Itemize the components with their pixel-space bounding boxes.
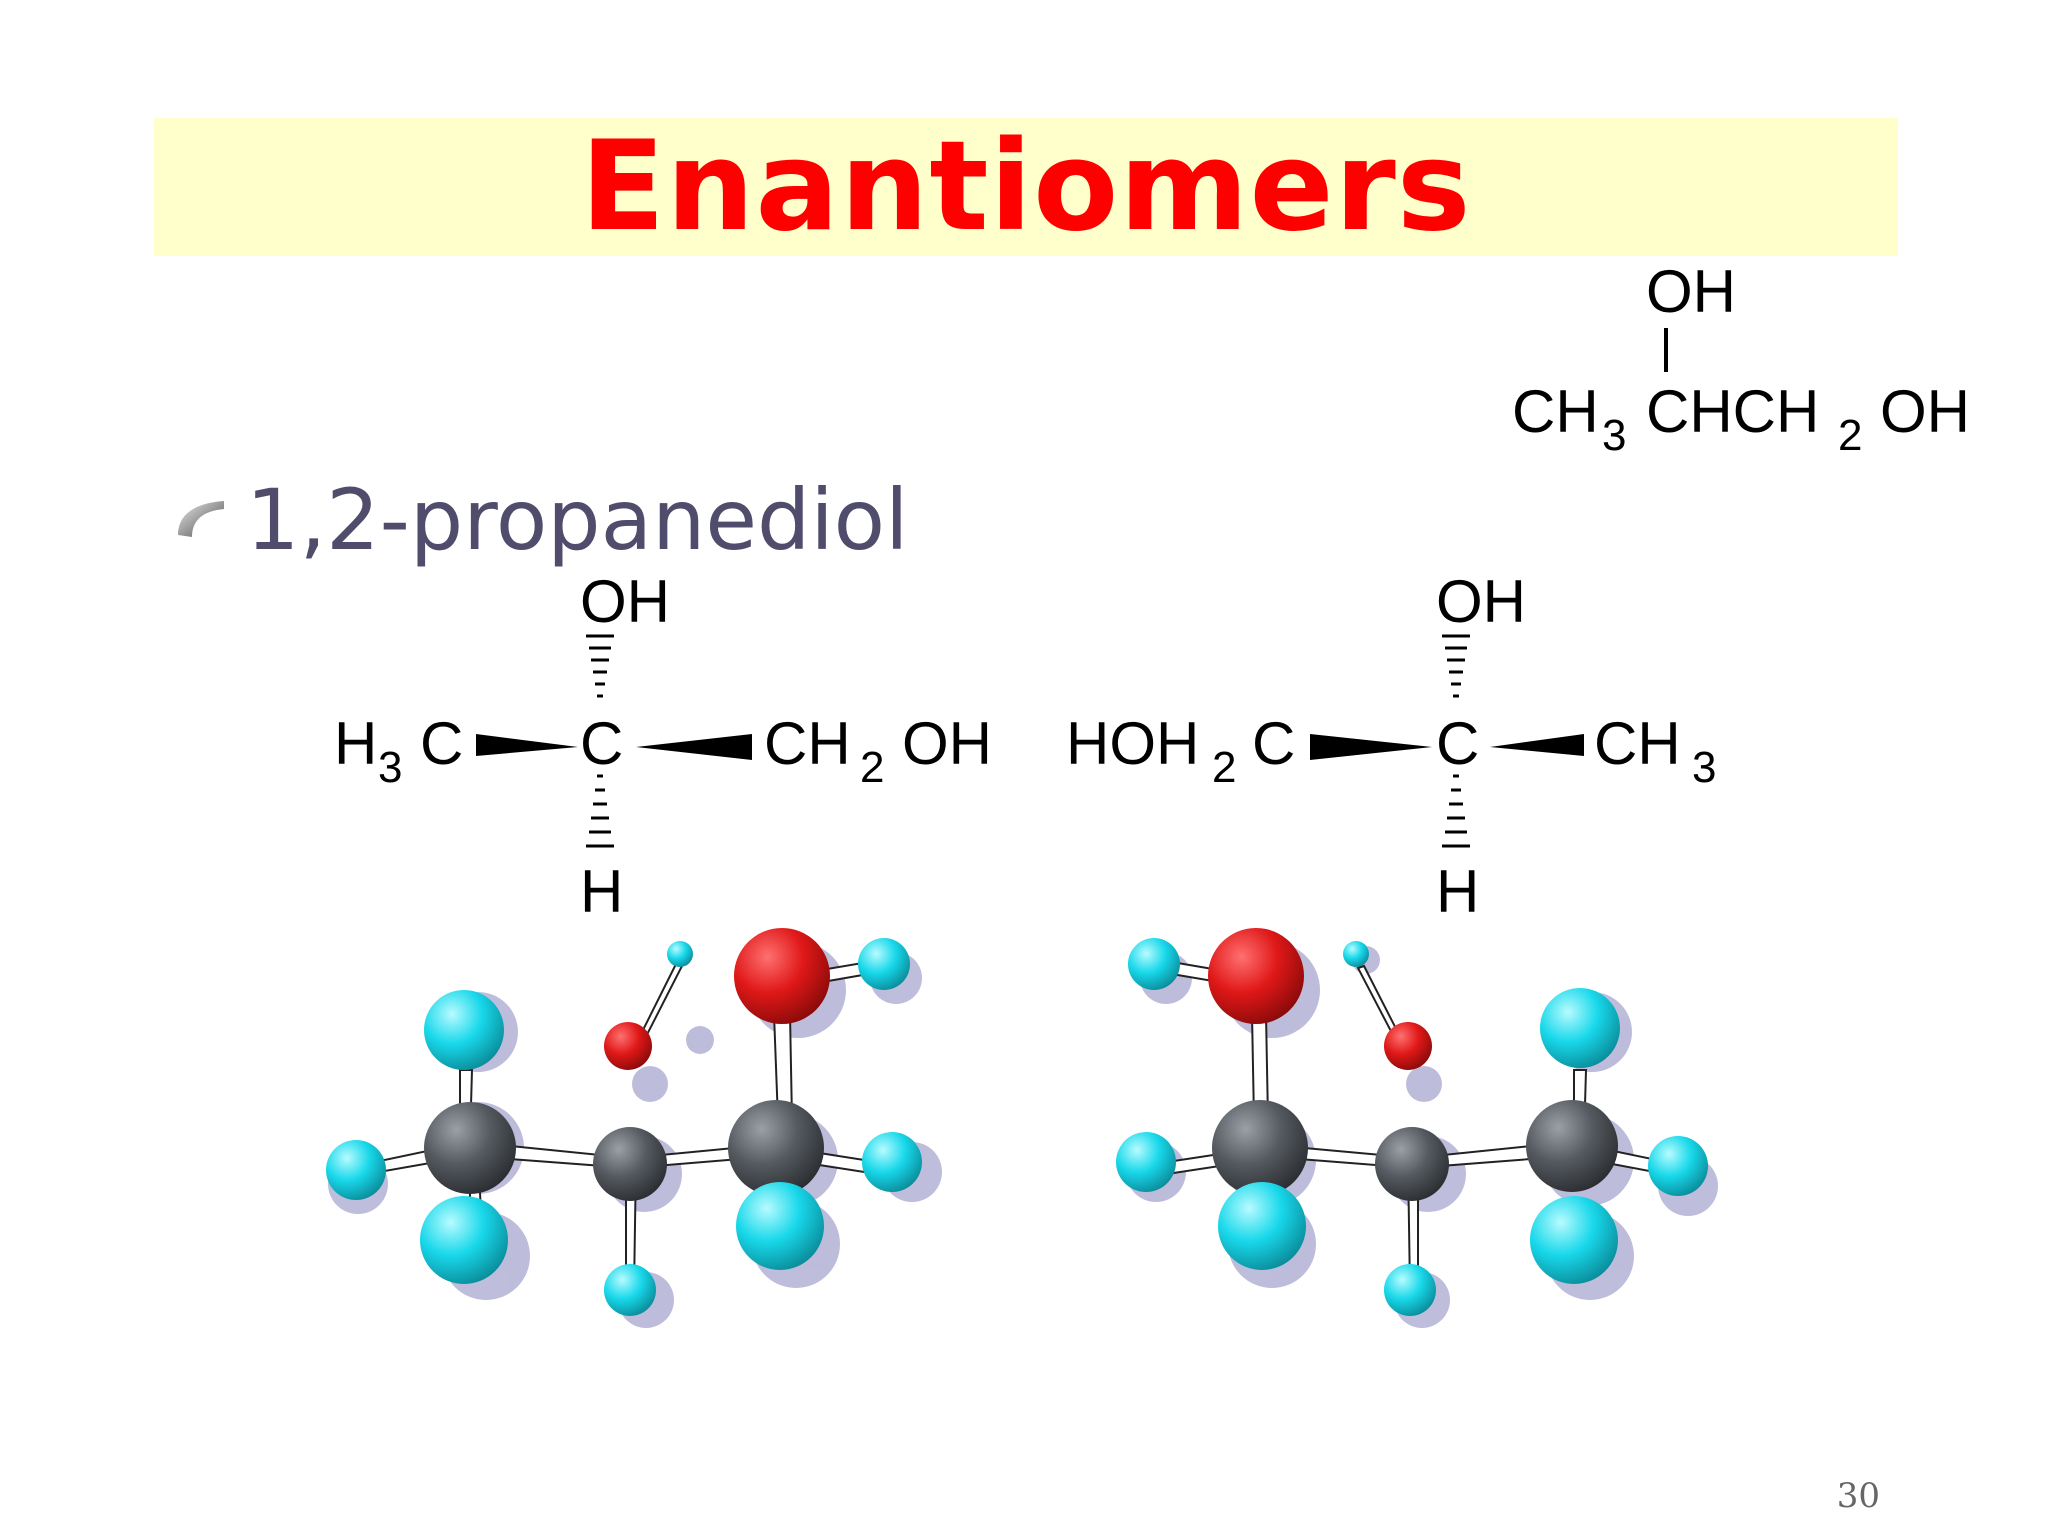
carbon-atom	[593, 1127, 667, 1201]
hydrogen-atom	[862, 1132, 922, 1192]
right-bottom-hash	[1442, 774, 1470, 848]
carbon-atom	[1526, 1100, 1618, 1192]
condensed-formula: OH CH 3 CHCH 2 OH	[1512, 258, 1970, 460]
formula-top-oh: OH	[1646, 258, 1736, 325]
right-center-c: C	[1436, 710, 1479, 777]
left-ch: CH	[764, 710, 851, 777]
right-c: C	[1252, 710, 1295, 777]
hydrogen-atom	[1343, 941, 1369, 967]
left-top-oh: OH	[580, 568, 670, 635]
hydrogen-atom	[1530, 1196, 1618, 1284]
left-bottom-h: H	[580, 858, 623, 925]
hydrogen-atom	[424, 990, 504, 1070]
right-ch: CH	[1594, 710, 1681, 777]
left-top-hash	[586, 634, 614, 698]
curved-bullet-icon	[178, 501, 224, 537]
hydrogen-atom	[326, 1140, 386, 1200]
left-center-c: C	[580, 710, 623, 777]
oxygen-atom	[1384, 1022, 1432, 1070]
left-wedge-right	[636, 734, 752, 760]
right-wedge-right	[1490, 734, 1584, 756]
right-stereo-structure: OH C H HOH 2 C CH 3	[1066, 568, 1716, 925]
formula-oh: OH	[1880, 378, 1970, 445]
left-sub-2: 2	[860, 743, 884, 792]
carbon-atom	[1212, 1100, 1308, 1196]
right-ball-stick-model	[1116, 928, 1718, 1328]
hydrogen-atom	[1218, 1182, 1306, 1270]
left-bottom-hash	[586, 774, 614, 848]
formula-sub-3: 3	[1602, 411, 1626, 460]
oxygen-atom	[1208, 928, 1304, 1024]
hydrogen-atom	[604, 1264, 656, 1316]
hydrogen-atom	[1540, 988, 1620, 1068]
slide-title: Enantiomers	[580, 115, 1472, 259]
right-bottom-h: H	[1436, 858, 1479, 925]
bullet-text: 1,2-propanediol	[246, 471, 909, 569]
carbon-atom	[728, 1100, 824, 1196]
left-wedge-left	[476, 734, 578, 756]
oxygen-atom	[734, 928, 830, 1024]
left-stereo-structure: OH C H H 3 C CH 2 OH	[334, 568, 992, 925]
hydrogen-atom	[1384, 1264, 1436, 1316]
right-hoh: HOH	[1066, 710, 1199, 777]
left-h: H	[334, 710, 377, 777]
right-sub-3: 3	[1692, 743, 1716, 792]
hydrogen-atom	[858, 938, 910, 990]
hydrogen-atom	[1116, 1132, 1176, 1192]
bullet-item: 1,2-propanediol	[172, 470, 908, 570]
oxygen-atom	[604, 1022, 652, 1070]
right-top-hash	[1442, 634, 1470, 698]
formula-chch: CHCH	[1646, 378, 1819, 445]
formula-sub-2: 2	[1838, 411, 1862, 460]
left-c: C	[420, 710, 463, 777]
hydrogen-atom	[1128, 938, 1180, 990]
hydrogen-atom	[736, 1182, 824, 1270]
left-sub-3: 3	[378, 743, 402, 792]
hydrogen-atom	[667, 941, 693, 967]
hydrogen-atom	[1648, 1136, 1708, 1196]
left-ball-stick-model	[326, 928, 942, 1328]
page-number: 30	[1836, 1476, 1880, 1516]
hydrogen-atom	[420, 1196, 508, 1284]
formula-ch: CH	[1512, 378, 1599, 445]
right-wedge-left	[1310, 734, 1432, 760]
title-band: Enantiomers	[154, 115, 1898, 259]
right-top-oh: OH	[1436, 568, 1526, 635]
carbon-atom	[424, 1102, 516, 1194]
carbon-atom	[1375, 1127, 1449, 1201]
left-oh: OH	[902, 710, 992, 777]
right-sub-2: 2	[1212, 743, 1236, 792]
